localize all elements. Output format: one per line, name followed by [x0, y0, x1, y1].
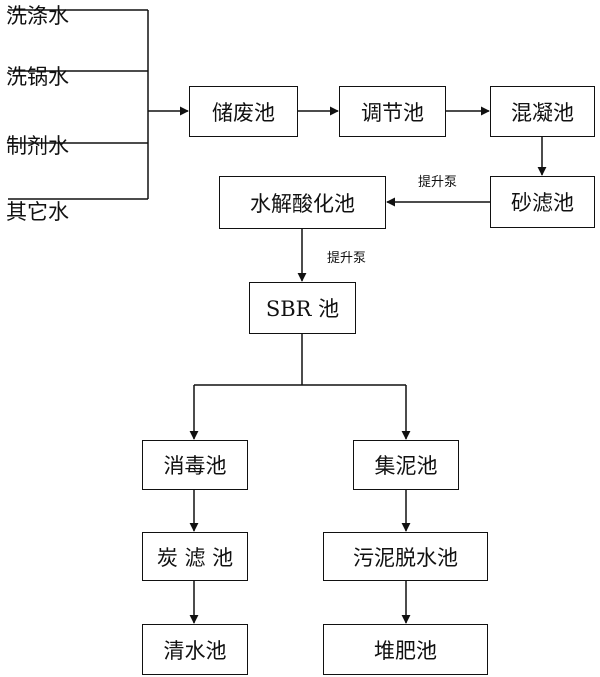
node-regulating-tank: 调节池: [339, 86, 446, 137]
node-sludge-collection-tank: 集泥池: [353, 440, 459, 490]
node-coagulation-tank: 混凝池: [490, 86, 595, 137]
source-label: 洗锅水: [6, 65, 69, 89]
node-compost-tank: 堆肥池: [323, 624, 488, 675]
node-hydrolysis-tank: 水解酸化池: [219, 176, 386, 229]
node-sand-filter-tank: 砂滤池: [490, 176, 595, 228]
node-sbr-tank: SBR 池: [249, 282, 356, 334]
node-sludge-dewatering-tank: 污泥脱水池: [323, 532, 488, 581]
node-storage-tank: 储废池: [189, 86, 298, 137]
source-label: 其它水: [6, 200, 69, 224]
source-label: 制剂水: [6, 134, 69, 158]
node-clear-water-tank: 清水池: [142, 624, 248, 675]
pump-label: 提升泵: [418, 175, 458, 190]
pump-label: 提升泵: [327, 251, 367, 266]
node-carbon-filter-tank: 炭 滤 池: [142, 532, 248, 581]
source-label: 洗涤水: [6, 4, 69, 28]
node-disinfection-tank: 消毒池: [142, 440, 248, 490]
